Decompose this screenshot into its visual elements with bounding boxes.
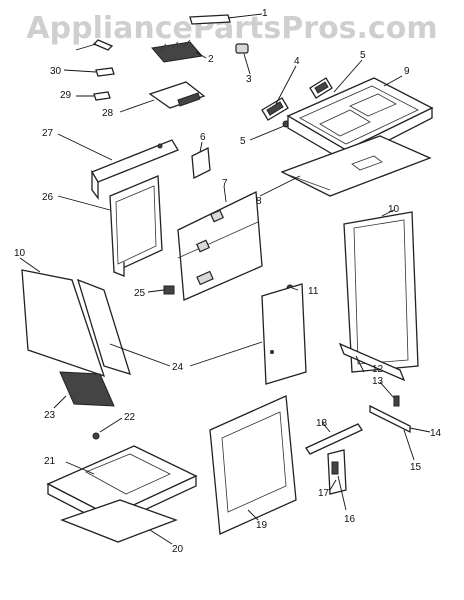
callout-27: 27 xyxy=(42,128,54,139)
part-13-hinge[interactable] xyxy=(393,395,400,407)
part-31-clip[interactable] xyxy=(92,39,114,51)
callout-8: 8 xyxy=(256,196,262,207)
callout-5-upper: 5 xyxy=(360,50,366,61)
callout-10-left: 10 xyxy=(14,248,26,259)
callout-29: 29 xyxy=(60,90,72,101)
callout-21: 21 xyxy=(44,456,56,467)
callout-7: 7 xyxy=(222,178,228,189)
callout-9: 9 xyxy=(404,66,410,77)
part-10-door-right[interactable] xyxy=(343,211,419,373)
callout-30: 30 xyxy=(50,66,62,77)
part-25-clip[interactable] xyxy=(163,285,175,295)
callout-1: 1 xyxy=(262,8,268,19)
part-22-screw[interactable] xyxy=(92,432,100,440)
callout-17: 17 xyxy=(318,488,330,499)
leader-lines xyxy=(19,13,431,545)
callout-5-lower: 5 xyxy=(240,136,246,147)
part-19-front-frame[interactable] xyxy=(209,395,297,535)
part-3-knob[interactable] xyxy=(235,43,249,54)
part-12-handle-bottom[interactable] xyxy=(338,342,406,382)
callout-6: 6 xyxy=(200,132,206,143)
part-1-bracket[interactable] xyxy=(189,14,231,25)
callout-3: 3 xyxy=(246,74,252,85)
callout-22: 22 xyxy=(124,412,136,423)
callout-16: 16 xyxy=(344,514,356,525)
part-5-badge-upper[interactable] xyxy=(309,77,333,99)
callout-15: 15 xyxy=(410,462,422,473)
callout-2: 2 xyxy=(208,54,214,65)
callout-numbers: 1 2 3 4 5 5 6 7 8 9 10 10 11 12 13 14 15… xyxy=(14,8,442,555)
callout-10-right: 10 xyxy=(388,204,400,215)
callout-12: 12 xyxy=(372,364,384,375)
part-30-clip[interactable] xyxy=(95,67,115,77)
watermark: AppliancePartsPros.com xyxy=(26,11,437,46)
part-4-badge[interactable] xyxy=(261,97,289,121)
callout-26: 26 xyxy=(42,192,54,203)
part-24-liner-left[interactable] xyxy=(76,278,131,375)
part-16-clip[interactable] xyxy=(331,461,339,475)
part-26-side-panel[interactable] xyxy=(109,175,163,277)
callout-28: 28 xyxy=(102,108,114,119)
callout-19: 19 xyxy=(256,520,268,531)
part-9-cooktop[interactable] xyxy=(286,77,434,164)
part-28-bracket[interactable] xyxy=(148,81,206,109)
part-14-rail[interactable] xyxy=(369,404,411,434)
part-23-handle[interactable] xyxy=(59,371,115,407)
callout-23: 23 xyxy=(44,410,56,421)
callout-18: 18 xyxy=(316,418,328,429)
callout-24: 24 xyxy=(172,362,184,373)
callout-13: 13 xyxy=(372,376,384,387)
part-7-back-panel[interactable] xyxy=(177,190,263,301)
callout-11: 11 xyxy=(308,286,319,297)
callout-14: 14 xyxy=(430,428,442,439)
callout-20: 20 xyxy=(172,544,184,555)
callout-4: 4 xyxy=(294,56,300,67)
part-24-liner-right[interactable] xyxy=(261,283,307,385)
callout-25: 25 xyxy=(134,288,146,299)
part-29-clip[interactable] xyxy=(93,91,111,101)
part-27-rail[interactable] xyxy=(91,139,179,200)
part-10-door-left[interactable] xyxy=(21,269,106,378)
part-8-tray[interactable] xyxy=(280,135,432,197)
part-20-bottom-plate[interactable] xyxy=(60,499,178,543)
part-6-label[interactable] xyxy=(191,146,211,180)
part-18-trim[interactable] xyxy=(305,423,363,455)
